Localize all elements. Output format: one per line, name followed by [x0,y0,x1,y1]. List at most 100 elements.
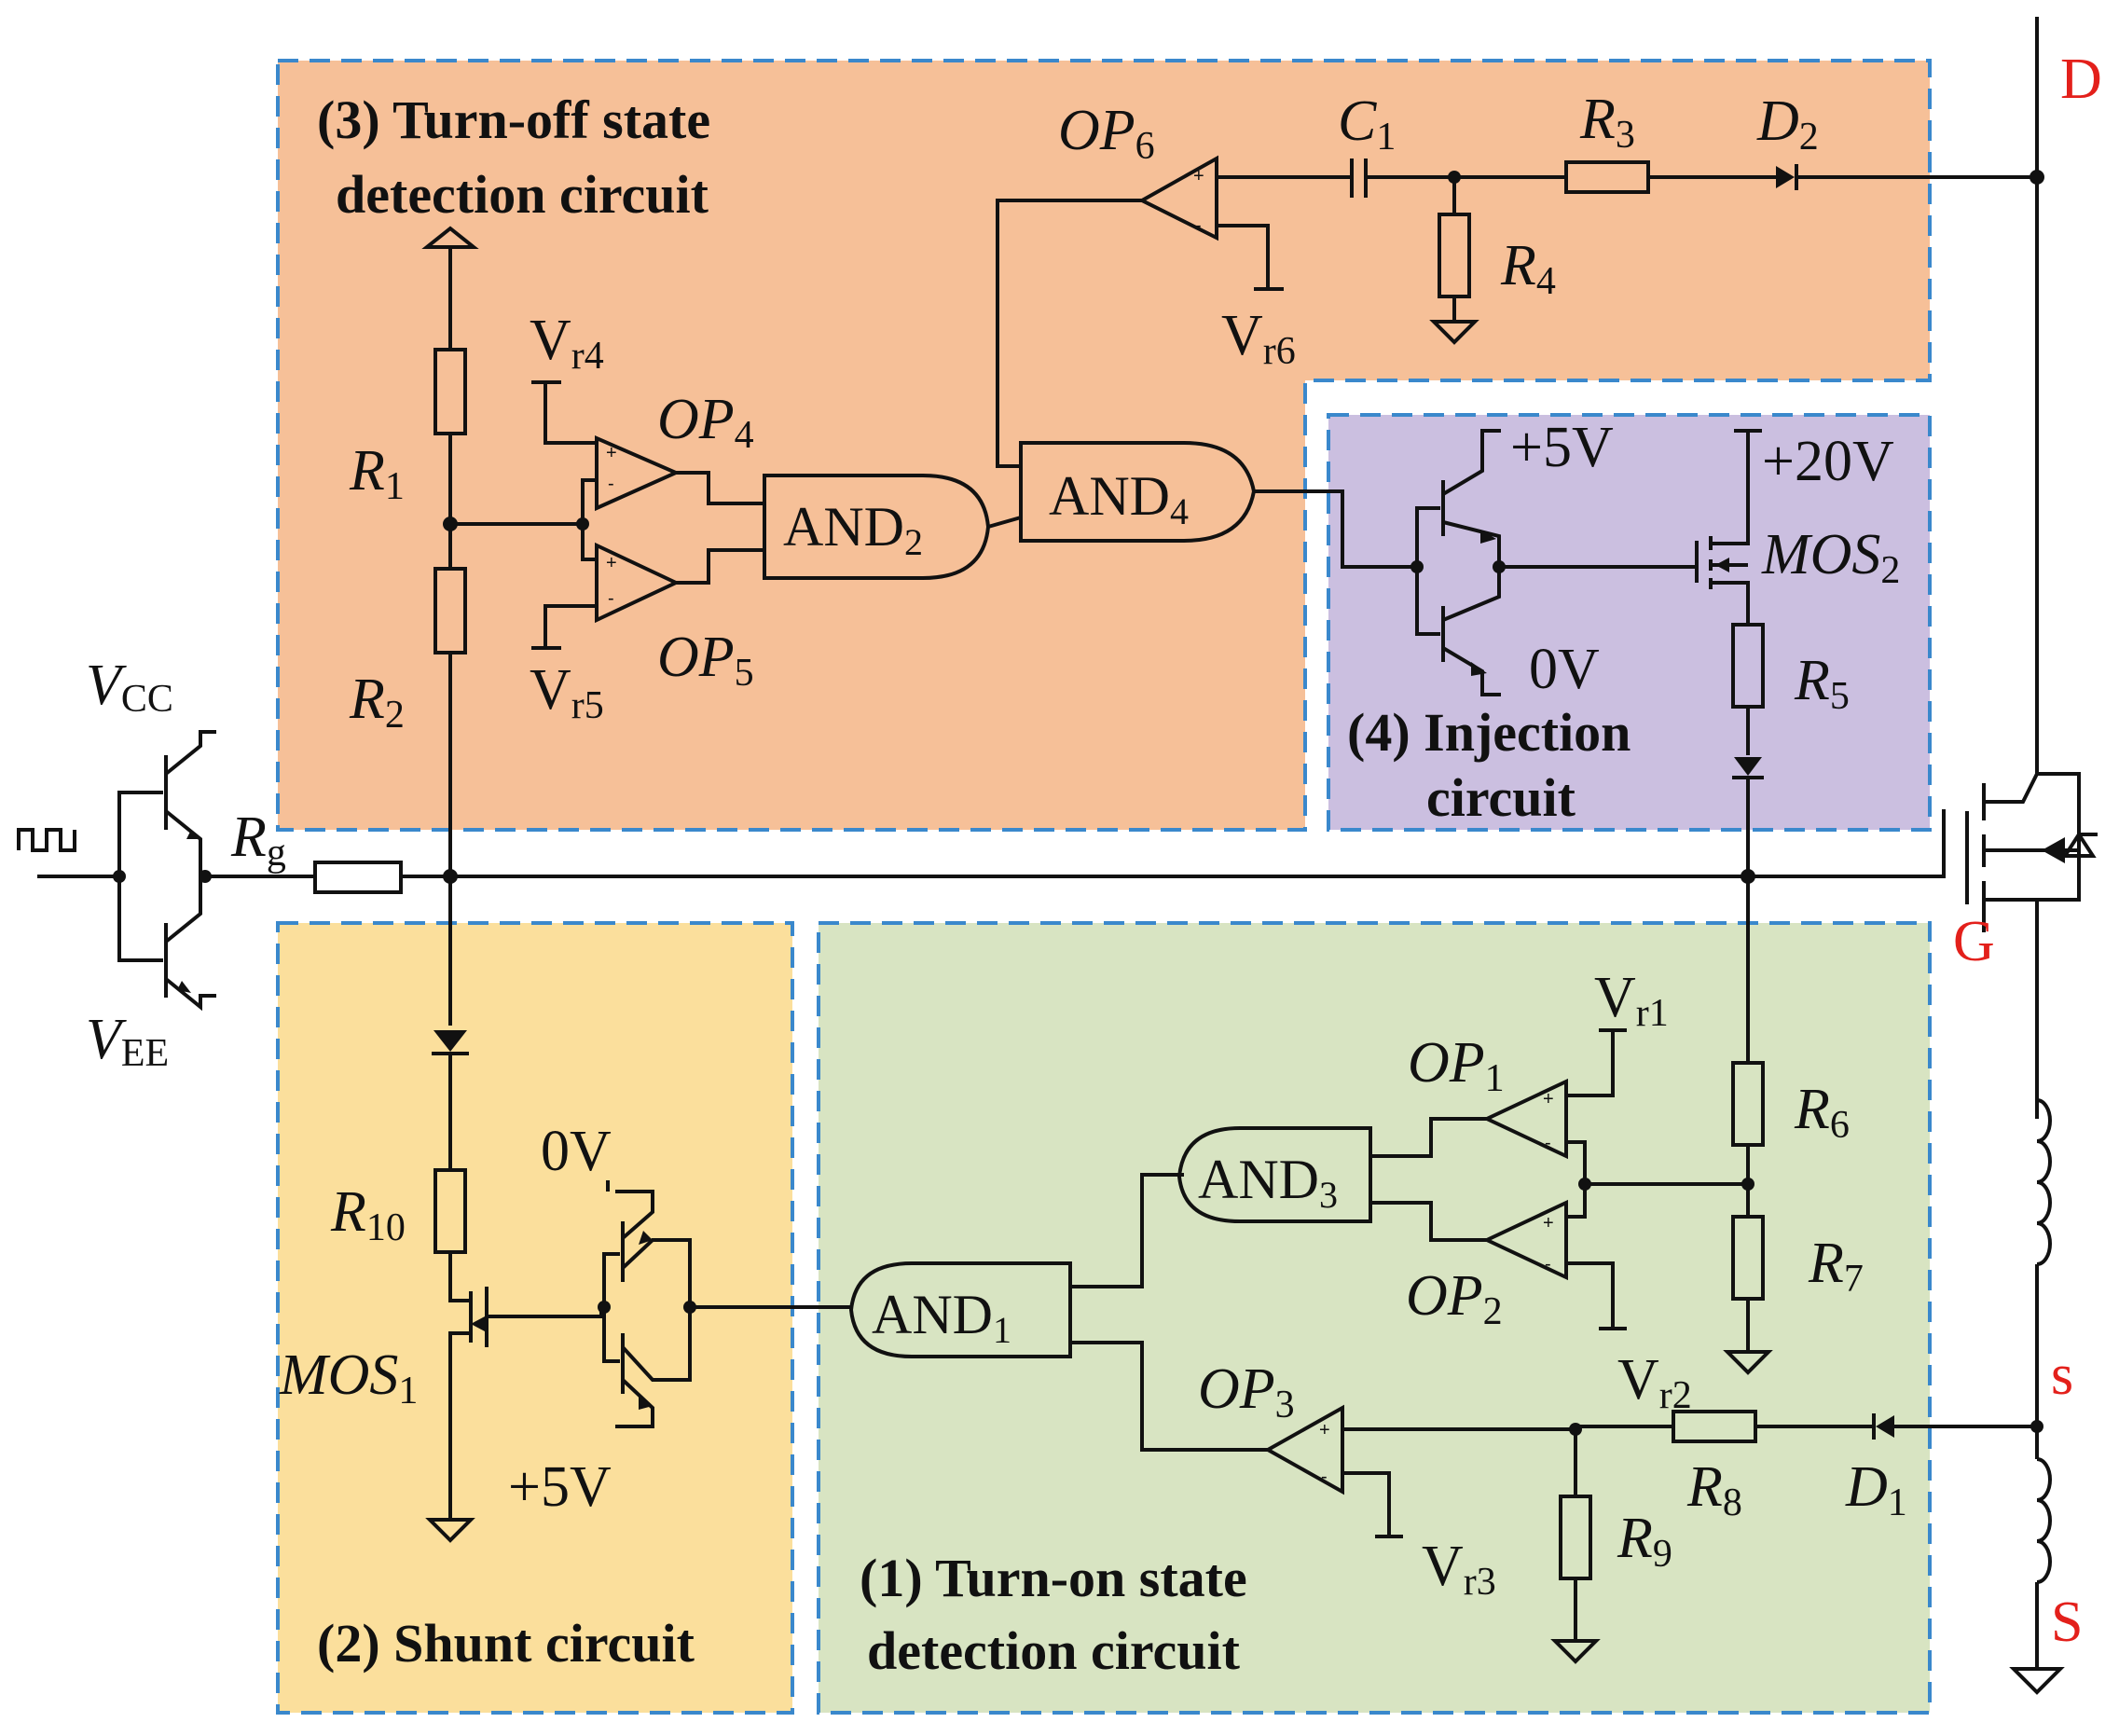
mos2-label: MOS2 [1761,523,1900,592]
turn-off-detection-block [276,59,1932,832]
vr3-label: Vr3 [1422,1535,1496,1604]
svg-text:-: - [608,474,614,494]
svg-text:+: + [606,553,617,573]
resistor-r6 [1731,1061,1765,1147]
vr4-label: Vr4 [530,309,604,378]
r10-label: R10 [330,1180,406,1249]
mosfet-mos2 [1695,429,1762,625]
svg-text:-: - [608,588,614,609]
r8-label: R8 [1686,1455,1742,1524]
opamp-op6: + - [1137,155,1218,241]
vr5-label: Vr5 [530,658,604,727]
injection-totem-pole [1441,429,1501,696]
svg-text:+: + [1543,1213,1554,1233]
injection-title-line2: circuit [1426,767,1576,828]
resistor-r2 [433,567,467,654]
totem-pole-buffer [117,730,216,1012]
svg-text:-: - [1321,1467,1328,1487]
turn-on-title-line1: (1) Turn-on state [860,1548,1247,1608]
resistor-r3 [1564,160,1650,194]
shunt-plus5-label: +5V [508,1455,612,1519]
pwm-input-icon [17,828,76,852]
opamp-op3: + - [1263,1404,1344,1495]
injection-0v-label: 0V [1529,638,1600,701]
ground-r7-icon [1723,1350,1773,1375]
injection-title-line1: (4) Injection [1347,702,1631,763]
svg-text:AND1: AND1 [872,1284,1011,1351]
r9-label: R9 [1617,1507,1672,1576]
opamp-op4: + - [595,434,681,512]
injection-block [1327,413,1932,832]
r1-label: R1 [349,439,405,508]
r7-label: R7 [1808,1232,1864,1301]
op6-label: OP6 [1058,99,1155,168]
r3-label: R3 [1579,88,1635,157]
r6-label: R6 [1794,1078,1850,1147]
plus20-label: +20V [1762,430,1894,493]
diode-d1 [1872,1413,1894,1440]
ground-source-symbol [2009,1667,2065,1695]
d2-label: D2 [1756,90,1819,158]
source-inductor-lower [2036,1457,2052,1584]
terminal-s-power: S [2051,1591,2083,1654]
resistor-r7 [1731,1215,1765,1301]
r2-label: R2 [349,668,405,737]
svg-text:-: - [1545,1133,1551,1153]
gate-and2: AND2 [763,474,991,580]
gate-and3: AND3 [1176,1126,1372,1223]
vr6-label: Vr6 [1221,304,1296,373]
ground-r4-icon [1429,320,1479,345]
shunt-0v-label: 0V [541,1120,612,1183]
resistor-r1 [433,348,467,435]
gate-and1: AND1 [848,1261,1072,1358]
opamp-op2: + - [1482,1199,1568,1281]
svg-text:AND4: AND4 [1049,465,1189,532]
turn-off-title-line1: (3) Turn-off state [317,90,710,150]
d1-label: D1 [1845,1455,1907,1524]
svg-text:+: + [1543,1089,1554,1109]
gate-and4: AND4 [1019,441,1257,543]
vee-label: VEE [86,1008,169,1075]
mos1-label: MOS1 [279,1343,418,1412]
svg-text:-: - [1545,1254,1551,1274]
terminal-d: D [2060,48,2102,111]
opamp-op1: + - [1482,1078,1568,1160]
svg-text:AND2: AND2 [783,496,923,563]
vcc-label: VCC [86,654,173,721]
svg-text:+: + [1319,1420,1330,1440]
r5-label: R5 [1794,649,1850,718]
turn-on-detection-block [817,921,1932,1715]
r4-label: R4 [1500,234,1556,303]
op5-label: OP5 [657,626,754,695]
power-mosfet [1965,17,2098,1119]
c1-label: C1 [1338,90,1396,158]
opamp-op5: + - [595,542,681,624]
resistor-r9 [1559,1495,1592,1580]
op3-label: OP3 [1198,1357,1295,1426]
svg-text:-: - [1195,215,1202,236]
op4-label: OP4 [657,388,754,457]
shunt-totem-pole [598,1180,692,1428]
svg-text:+: + [606,443,617,463]
resistor-r5 [1731,623,1765,709]
op2-label: OP2 [1406,1264,1503,1333]
resistor-r4 [1438,213,1471,298]
rg-label: Rg [230,806,286,875]
injection-plus5-label: +5V [1510,416,1614,479]
resistor-rg [313,861,403,894]
ground-r9-icon [1550,1639,1601,1664]
terminal-g: G [1953,910,1995,973]
resistor-r8 [1672,1410,1757,1443]
source-inductor-upper [2036,1098,2052,1266]
svg-text:+: + [1193,166,1204,186]
resistor-r10 [433,1168,467,1254]
terminal-s-kelvin: s [2051,1343,2073,1407]
turn-off-title-line2: detection circuit [336,164,709,225]
vr1-label: Vr1 [1594,966,1669,1035]
svg-text:AND3: AND3 [1198,1149,1338,1216]
turn-on-title-line2: detection circuit [867,1620,1241,1681]
op1-label: OP1 [1408,1031,1505,1100]
shunt-title: (2) Shunt circuit [317,1613,695,1674]
ground-mos1-icon [425,1518,475,1543]
